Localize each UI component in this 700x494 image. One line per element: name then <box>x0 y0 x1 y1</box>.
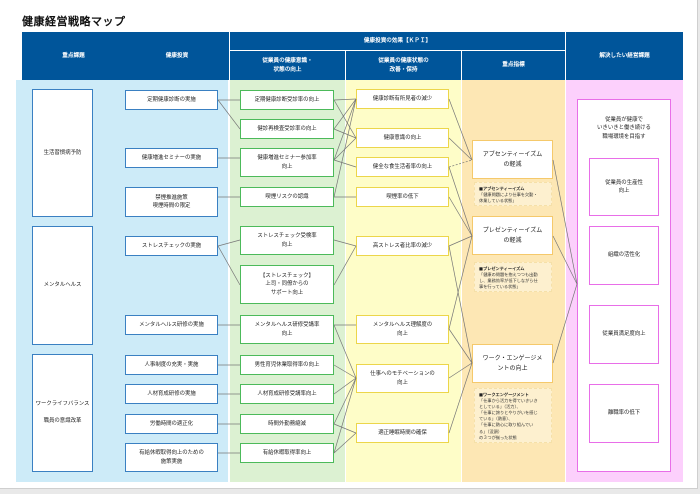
awareness-kpi: 【ストレスチェック】 上司・同僚からの サポート向上 <box>240 265 334 304</box>
header-health-investment-label: 健康投資 <box>165 52 189 59</box>
condition-kpi: 喫煙率の低下 <box>356 187 449 207</box>
key-indicator: アブセンティーイズム の軽減 <box>472 140 553 179</box>
condition-kpi: 適正睡眠時間の確保 <box>356 423 449 443</box>
management-issue: 組織の活性化 <box>589 226 659 285</box>
note-title: ■ワークエンゲージメント <box>479 392 529 397</box>
note-body: 「健康問題により仕事を欠勤・ 休業している状態」 <box>479 192 538 204</box>
awareness-kpi: 定期健康診断受診率の向上 <box>240 90 334 110</box>
header-priority-issues-label: 重点課題 <box>62 52 85 59</box>
awareness-kpi: 喫煙リスクの認識 <box>240 187 334 207</box>
management-issue: 離職率の低下 <box>589 384 659 443</box>
header-awareness: 従業員の健康意識・ 状態の向上 <box>230 51 345 80</box>
header-key-indicators: 重点指標 <box>462 51 565 80</box>
awareness-kpi: 健診再検査受診率の向上 <box>240 119 334 139</box>
priority-issue: メンタルヘルス <box>32 226 93 345</box>
awareness-kpi: ストレスチェック受検率 向上 <box>240 226 334 255</box>
investment-item: 人事制度の充実・実施 <box>125 355 218 375</box>
key-indicator: プレゼンティーイズム の軽減 <box>472 216 553 255</box>
condition-kpi: 健康意識の向上 <box>356 128 449 148</box>
awareness-kpi: 人材育成研修受講率向上 <box>240 384 334 404</box>
investment-item: ストレスチェックの実施 <box>125 236 218 256</box>
note-title: ■プレゼンティーイズム <box>479 266 525 271</box>
awareness-kpi: 有給休暇取得率向上 <box>240 443 334 463</box>
management-issue: 従業員満足度向上 <box>589 305 659 364</box>
awareness-kpi: 男性育児休業取得率の向上 <box>240 355 334 375</box>
condition-kpi: 仕事へのモチベーションの 向上 <box>356 364 449 393</box>
header-management-issues: 解決したい経営課題 <box>566 32 683 80</box>
key-indicator-note: ■アブセンティーイズム「健康問題により仕事を欠勤・ 休業している状態」 <box>474 182 552 206</box>
awareness-kpi: 健康増進セミナー参加率 向上 <box>240 148 334 177</box>
investment-item: 労働時間の適正化 <box>125 414 218 434</box>
management-goal: 従業員が健康で いきいきと働き続ける 職場環境を目指す <box>597 117 651 140</box>
investment-item: 有給休暇取得向上のための 施策実施 <box>125 443 218 472</box>
note-body: 「仕事から活力を得ていきいき としている」（活力）、 「仕事に誇りとやりがいを感… <box>479 398 538 440</box>
page-title: 健康経営戦略マップ <box>22 15 126 28</box>
awareness-kpi: メンタルヘルス研修受講率 向上 <box>240 315 334 344</box>
investment-item: 定期健康診断の実施 <box>125 90 218 110</box>
header-condition: 従業員の健康状態の 改善・保持 <box>346 51 461 80</box>
investment-item: 人材育成研修の実施 <box>125 384 218 404</box>
priority-issue: 生活習慣病予防 <box>32 89 93 217</box>
management-issue: 従業員の生産性 向上 <box>589 158 659 216</box>
key-indicator-note: ■ワークエンゲージメント「仕事から活力を得ていきいき としている」（活力）、 「… <box>474 388 552 443</box>
priority-issue: ワークライフバランス 職員の意識改革 <box>32 354 93 472</box>
header-priority-issues: 重点課題 健康投資 <box>22 32 229 80</box>
note-title: ■アブセンティーイズム <box>479 186 525 191</box>
investment-item: 健康増進セミナーの実施 <box>125 148 218 168</box>
condition-kpi: 健康診断有所見者の減少 <box>356 89 449 109</box>
condition-kpi: メンタルヘルス理解度の 向上 <box>356 315 449 344</box>
note-body: 「健康の問題を抱えつつも出勤 し、業務効率が低下しながら仕 事を行っている状態」 <box>479 272 538 290</box>
awareness-kpi: 時間外勤務縮減 <box>240 414 334 434</box>
header-kpi-group: 健康投資の効果【ＫＰＩ】 <box>230 32 565 50</box>
key-indicator-note: ■プレゼンティーイズム「健康の問題を抱えつつも出勤 し、業務効率が低下しながら仕… <box>474 262 552 292</box>
condition-kpi: 健全な食生活者率の向上 <box>356 157 449 177</box>
investment-item: 禁煙推進施策 喫煙時間の限定 <box>125 187 218 217</box>
condition-kpi: 高ストレス者比率の減少 <box>356 236 449 256</box>
investment-item: メンタルヘルス研修の実施 <box>125 315 218 335</box>
key-indicator: ワーク・エンゲージメ ントの向上 <box>472 344 553 383</box>
